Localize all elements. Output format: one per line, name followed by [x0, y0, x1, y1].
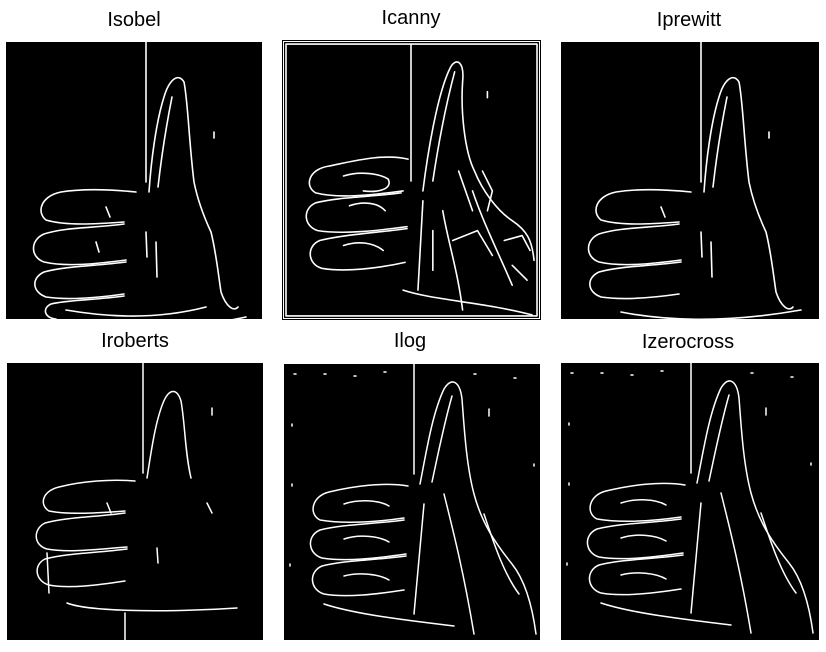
panel-title-canny: Icanny	[381, 7, 441, 29]
panel-title-sobel: Isobel	[107, 9, 161, 31]
edge-image-zerocross	[561, 363, 819, 640]
panel-title-zerocross: Izerocross	[641, 331, 735, 353]
edge-drawing-sobel	[32, 42, 247, 319]
edge-image-prewitt	[561, 42, 819, 319]
panel-title-log: Ilog	[393, 330, 427, 352]
edge-image-sobel	[6, 42, 262, 319]
edge-drawing-canny	[285, 43, 538, 317]
panel-title-roberts: Iroberts	[101, 330, 169, 352]
edge-image-roberts	[7, 363, 263, 640]
edge-drawing-roberts	[35, 363, 238, 640]
edge-image-canny	[282, 40, 541, 320]
edge-drawing-prewitt	[587, 42, 802, 319]
edge-image-log	[284, 364, 540, 640]
panel-title-prewitt: Iprewitt	[656, 9, 722, 31]
edge-drawing-zerocross	[566, 363, 814, 634]
edge-drawing-log	[289, 364, 537, 635]
